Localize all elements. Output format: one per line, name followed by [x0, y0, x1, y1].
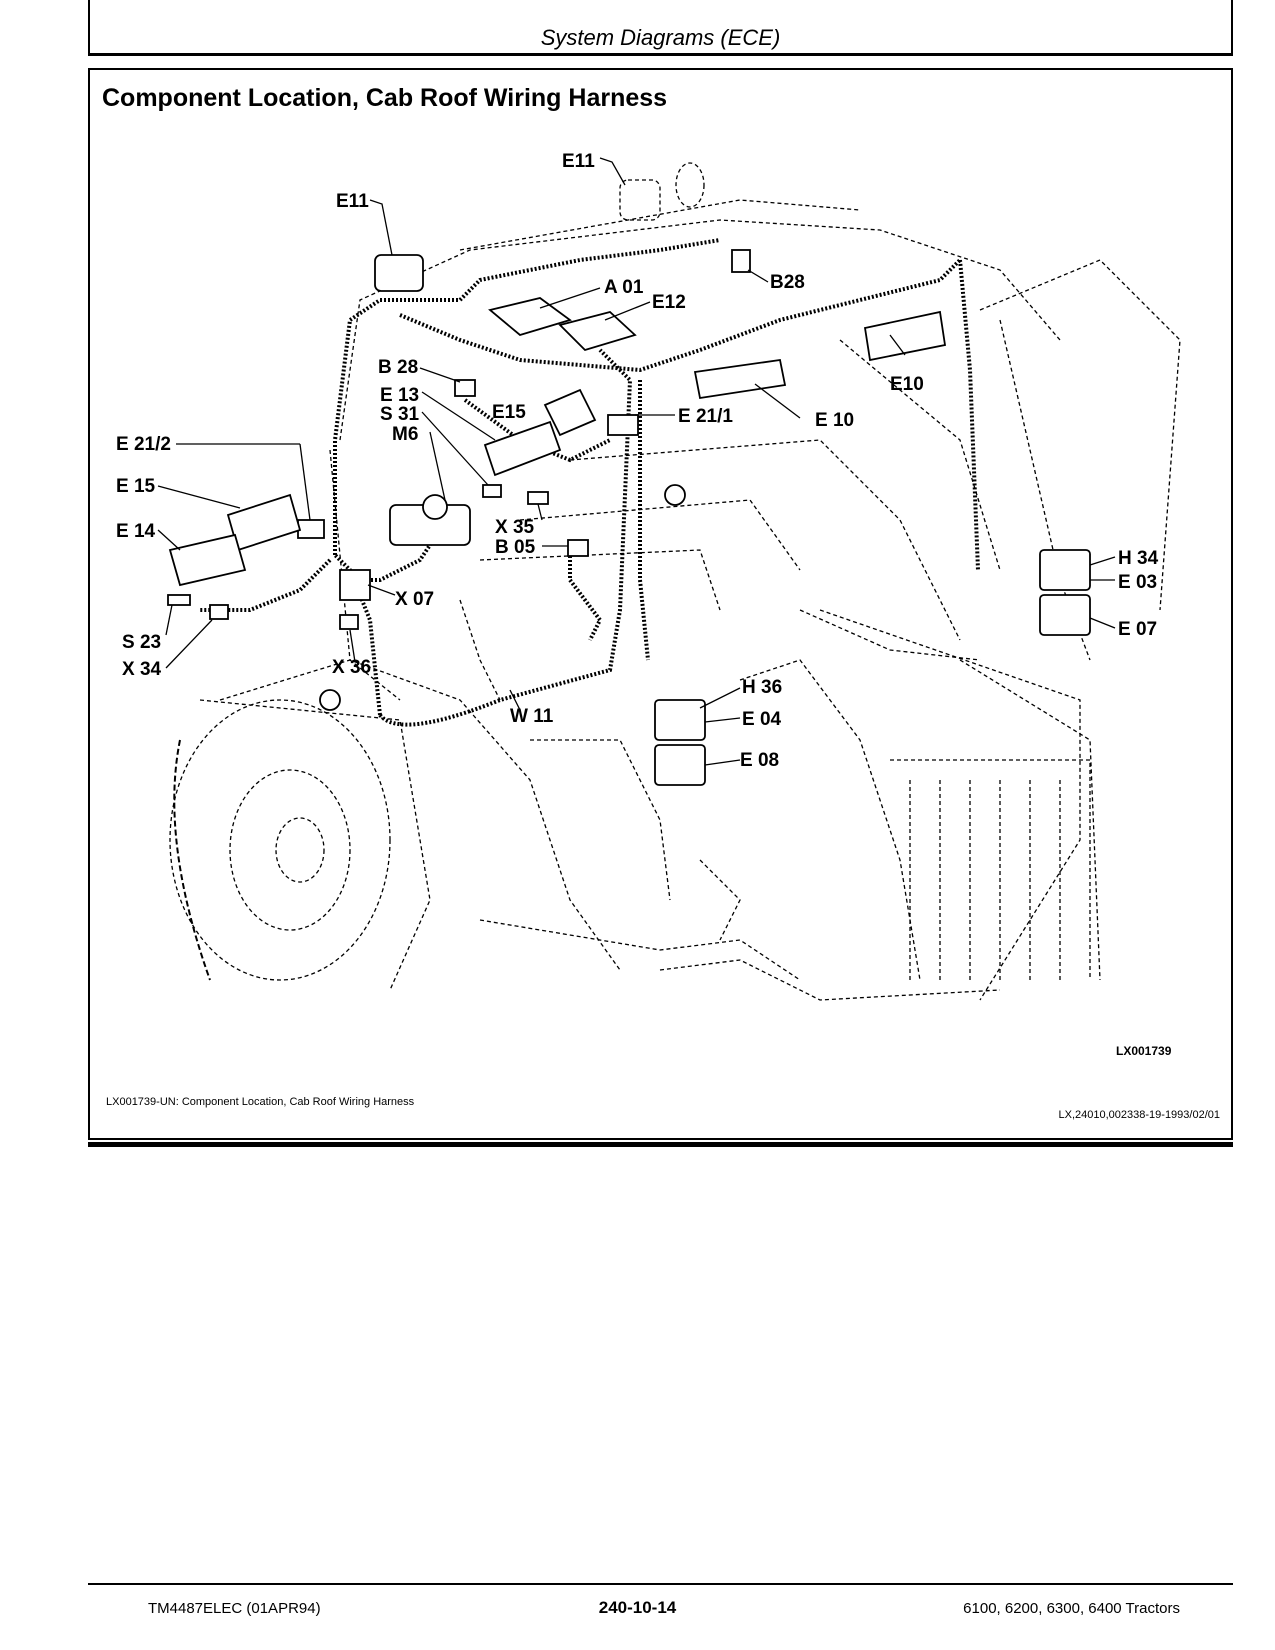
- label-e08: E 08: [740, 750, 779, 771]
- label-e13: E 13: [380, 385, 419, 406]
- component-labels: E11 E11 B28 A 01 E12 B 28 E 13 S 31 M6 E…: [116, 151, 1159, 771]
- label-b05: B 05: [495, 537, 536, 558]
- label-s31: S 31: [380, 404, 420, 425]
- footer-models: 6100, 6200, 6300, 6400 Tractors: [963, 1600, 1180, 1617]
- label-e11-left: E11: [336, 191, 369, 212]
- label-e11-top: E11: [562, 151, 595, 172]
- tractor-outline: [169, 199, 1181, 1001]
- reference-id: LX,24010,002338-19-1993/02/01: [1058, 1109, 1220, 1121]
- footer-manual-id: TM4487ELEC (01APR94): [148, 1600, 321, 1617]
- content-box: [88, 68, 1233, 1140]
- label-a01: A 01: [604, 277, 644, 298]
- label-b28-left: B 28: [378, 357, 418, 378]
- label-e14: E 14: [116, 521, 156, 542]
- figure-caption: LX001739-UN: Component Location, Cab Roo…: [106, 1096, 415, 1108]
- label-e04: E 04: [742, 709, 782, 730]
- label-b28-right: B28: [770, 272, 805, 293]
- wiring-diagram-svg: E11 E11 B28 A 01 E12 B 28 E 13 S 31 M6 E…: [116, 151, 1181, 1001]
- label-e15-left: E 15: [116, 476, 156, 497]
- label-e21-1: E 21/1: [678, 406, 733, 427]
- footer-divider: [88, 1583, 1233, 1585]
- leader-lines: [157, 157, 1116, 766]
- wiring-diagram: E11 E11 B28 A 01 E12 B 28 E 13 S 31 M6 E…: [100, 140, 1220, 1040]
- content-divider: [88, 1142, 1233, 1147]
- figure-code: LX001739: [1116, 1044, 1172, 1058]
- harness-w11: [200, 238, 980, 727]
- page-heading: Component Location, Cab Roof Wiring Harn…: [102, 84, 668, 112]
- components: [167, 162, 1091, 786]
- label-h34: H 34: [1118, 548, 1159, 569]
- section-title: System Diagrams (ECE): [540, 25, 781, 50]
- label-h36: H 36: [742, 677, 782, 698]
- label-e10-center: E 10: [815, 410, 854, 431]
- label-s23: S 23: [122, 632, 161, 653]
- label-x34: X 34: [122, 659, 162, 680]
- label-w11: W 11: [510, 706, 554, 727]
- label-m6: M6: [392, 424, 418, 445]
- label-x07: X 07: [395, 589, 434, 610]
- label-e07: E 07: [1118, 619, 1157, 640]
- label-e10-right: E10: [890, 374, 924, 395]
- label-x35: X 35: [495, 517, 535, 538]
- label-e03: E 03: [1118, 572, 1157, 593]
- label-x36: X 36: [332, 657, 371, 678]
- label-e12: E12: [652, 292, 686, 313]
- label-e21-2: E 21/2: [116, 434, 171, 455]
- header-box: System Diagrams (ECE): [88, 0, 1233, 56]
- label-e15-center: E15: [492, 402, 526, 423]
- footer-page-number: 240-10-14: [598, 1598, 677, 1617]
